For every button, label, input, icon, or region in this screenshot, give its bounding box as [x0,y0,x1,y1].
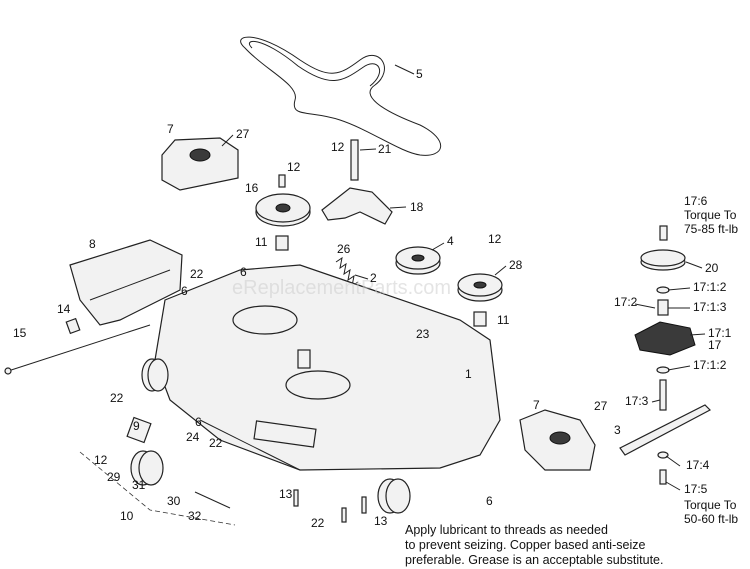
deflector-cover [69,239,183,326]
callout-8: 8 [89,237,96,251]
callout-12: 12 [331,140,345,154]
torque-top-line2: 75-85 ft-lb [684,222,738,236]
pulley-center [395,246,441,275]
callout-29: 29 [107,470,121,484]
callout-20: 20 [705,261,719,275]
callout-15: 15 [13,326,27,340]
gauge-wheel-front [126,416,164,486]
callout-7: 7 [167,122,174,136]
torque-bottom-line2: 50-60 ft-lb [684,512,738,526]
callout-27: 27 [236,127,250,141]
callout-30: 30 [167,494,181,508]
pulley-right [457,273,503,327]
callout-11: 11 [255,235,268,249]
callout-12: 12 [287,160,301,174]
callout-26: 26 [337,242,351,256]
callout-17-1-3: 17:1:3 [693,300,727,314]
callout-22: 22 [311,516,325,530]
callout-13: 13 [374,514,388,528]
callout-17: 17 [708,338,722,352]
belt [240,36,442,156]
torque-bottom-line1: Torque To [684,498,737,512]
note-line-3: preferable. Grease is an acceptable subs… [405,553,663,567]
note-line-2: to prevent seizing. Copper based anti-se… [405,538,645,552]
bolt [293,489,299,507]
spindle-assembly [619,225,711,485]
callout-17-1: 17:1 [708,326,732,340]
callout-17-1-2: 17:1:2 [693,280,727,294]
callout-12: 12 [488,232,502,246]
callout-6: 6 [181,284,188,298]
torque-top-line1: Torque To [684,208,737,222]
callout-31: 31 [132,478,146,492]
callout-28: 28 [509,258,523,272]
watermark: eReplacementParts.com [232,277,451,299]
callout-16: 16 [245,181,259,195]
callout-6: 6 [195,415,202,429]
deck-lift-rod [4,324,151,373]
callout-11: 11 [497,313,510,327]
callout-17-1-2: 17:1:2 [693,358,727,372]
callout-9: 9 [133,419,140,433]
callout-5: 5 [416,67,423,81]
callout-21: 21 [378,142,392,156]
callout-17-3: 17:3 [625,394,649,408]
callout-17-5: 17:5 [684,482,708,496]
callout-18: 18 [410,200,424,214]
callout-7: 7 [533,398,540,412]
idler-arm [321,187,393,225]
leader-lines [221,64,706,491]
callout-6: 6 [240,265,247,279]
callout-27: 27 [594,399,608,413]
callout-24: 24 [186,430,200,444]
callout-22: 22 [110,391,124,405]
callout-3: 3 [614,423,621,437]
callout-17-2: 17:2 [614,295,638,309]
idler-pulley-left [255,174,311,251]
callout-13: 13 [279,487,293,501]
callout-23: 23 [416,327,430,341]
callout-2: 2 [370,271,377,285]
callout-10: 10 [120,509,134,523]
callout-22: 22 [190,267,204,281]
gauge-wheel-left [141,358,169,392]
idler-spring [335,256,359,288]
callout-32: 32 [188,509,202,523]
gauge-wheel-rear [377,478,411,514]
callout-4: 4 [447,234,454,248]
callout-12: 12 [94,453,108,467]
callout-17-6: 17:6 [684,194,708,208]
callout-1: 1 [465,367,472,381]
callout-14: 14 [57,302,71,316]
callout-22: 22 [209,436,223,450]
note-line-1: Apply lubricant to threads as needed [405,523,608,537]
callout-6: 6 [486,494,493,508]
callout-17-4: 17:4 [686,458,710,472]
pulley-cover-left [161,137,239,191]
